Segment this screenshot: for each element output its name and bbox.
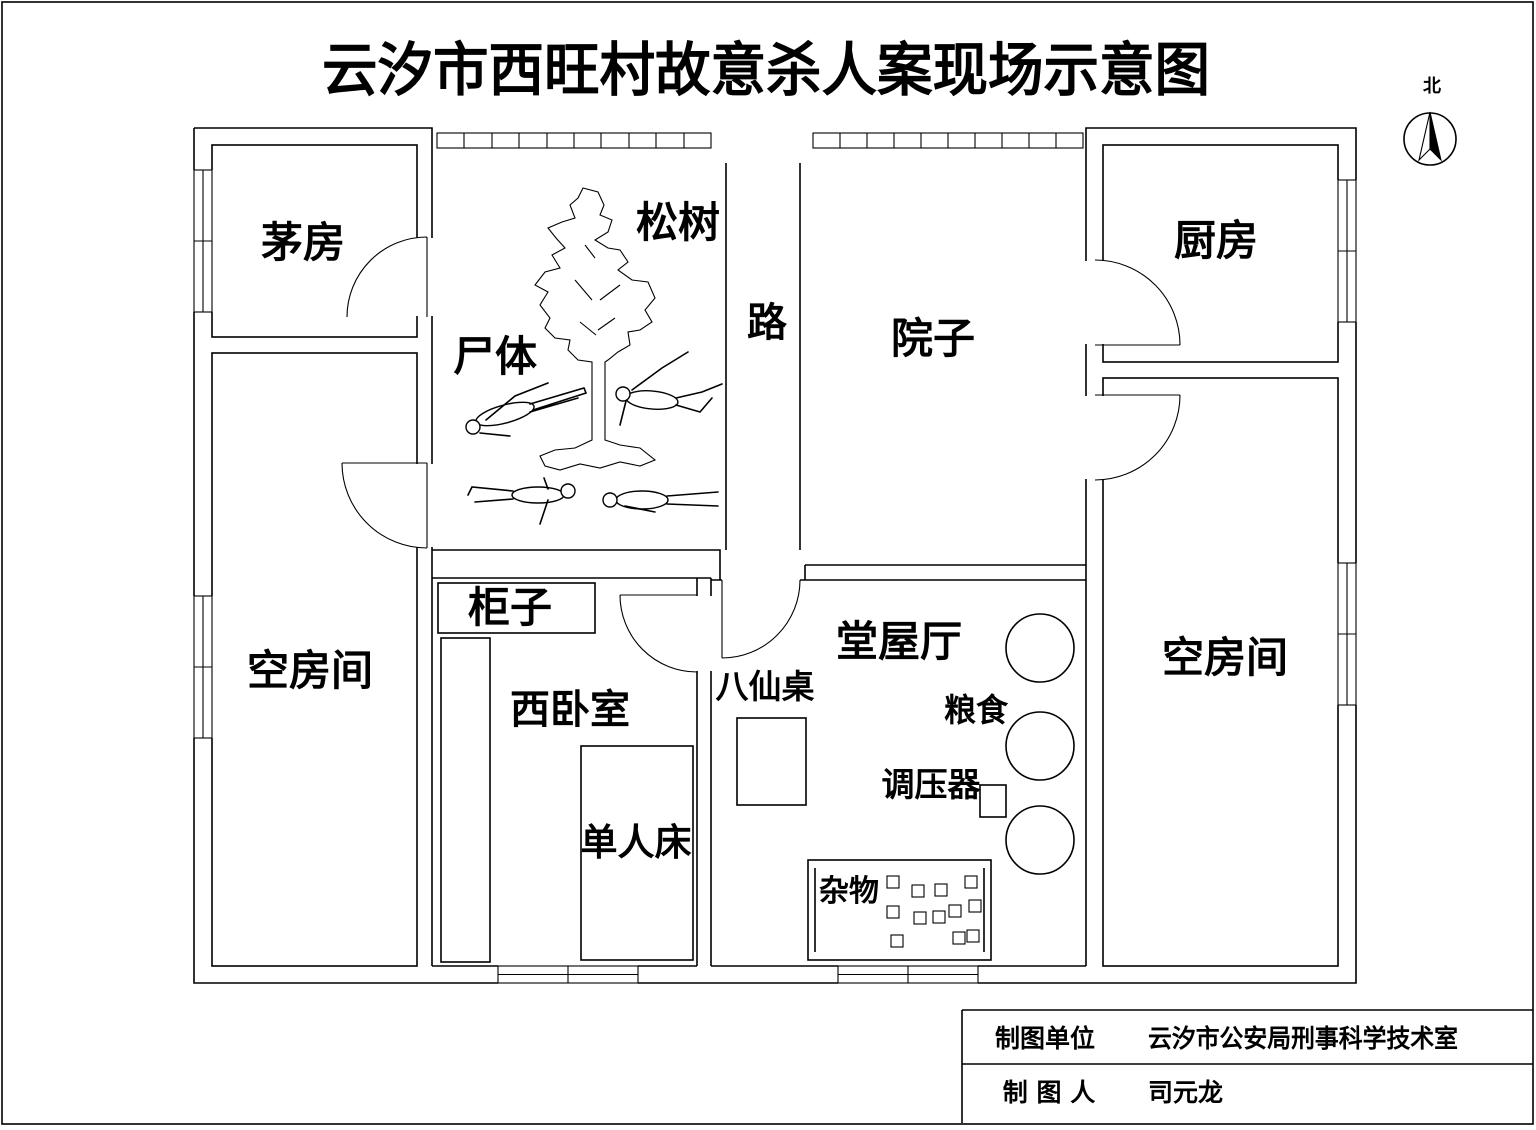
label-voltage-regulator: 调压器 [882, 765, 982, 804]
pine-tree-icon [534, 187, 657, 471]
window-main-hall [837, 965, 979, 984]
voltage-regulator [979, 784, 1007, 818]
label-bodies: 尸体 [453, 332, 537, 381]
north-arrow-icon [1403, 111, 1457, 166]
door-west-room [341, 462, 434, 549]
diagram-title: 云汐市西旺村故意杀人案现场示意图 [322, 36, 1210, 104]
body-figure-icon [465, 382, 588, 437]
doors [341, 236, 1181, 673]
window-west-bedroom [497, 965, 639, 984]
credits-author-value: 司元龙 [1148, 1078, 1223, 1107]
credits-table: 制图单位 云汐市公安局刑事科学技术室 制 图 人 司元龙 [961, 1009, 1533, 1123]
credits-unit-label: 制图单位 [995, 1024, 1095, 1053]
label-eight-immortals-table: 八仙桌 [716, 667, 815, 706]
label-courtyard: 院子 [891, 314, 975, 363]
label-cabinet: 柜子 [468, 583, 552, 632]
sundries-box [807, 859, 992, 961]
furniture [437, 582, 1075, 963]
body-figure-icon [602, 490, 719, 513]
body-figure-icon [467, 477, 576, 525]
door-main-hall [721, 579, 801, 659]
label-single-bed: 单人床 [581, 821, 692, 864]
label-latrine: 茅房 [261, 218, 345, 267]
credits-unit-value: 云汐市公安局刑事科学技术室 [1148, 1024, 1458, 1053]
single-bed [580, 745, 694, 961]
windows [193, 169, 1357, 984]
label-west-empty-room: 空房间 [247, 646, 373, 695]
body-figure-icon [615, 351, 723, 426]
label-kitchen: 厨房 [1174, 216, 1258, 265]
door-east-room [1085, 394, 1181, 481]
room-labels: 茅房 松树 路 院子 厨房 尸体 空房间 柜子 西卧室 单人床 八仙桌 堂屋厅 … [247, 198, 1288, 909]
north-label: 北 [1423, 76, 1441, 97]
label-road: 路 [747, 300, 788, 346]
door-kitchen [1085, 259, 1181, 346]
credits-author-label: 制 图 人 [1003, 1078, 1095, 1107]
label-pine-tree: 松树 [636, 198, 720, 247]
label-east-empty-room: 空房间 [1162, 633, 1288, 682]
grain-container [1005, 613, 1075, 683]
grain-container [1005, 711, 1075, 781]
door-west-bedroom [619, 594, 712, 673]
label-sundries: 杂物 [819, 874, 879, 909]
window-west-room [193, 595, 213, 739]
window-kitchen [1337, 179, 1357, 323]
label-main-hall: 堂屋厅 [836, 617, 962, 666]
bodies [465, 351, 723, 525]
courtyard-fence-east [812, 132, 1084, 149]
eight-immortals-table [736, 717, 807, 806]
label-grain: 粮食 [944, 691, 1009, 729]
grain-container [1005, 805, 1075, 875]
window-east-room [1337, 562, 1357, 706]
door-latrine [346, 236, 434, 318]
wardrobe [440, 637, 491, 963]
window-latrine [193, 169, 213, 313]
courtyard-fence-west [436, 132, 712, 149]
label-west-bedroom: 西卧室 [510, 687, 630, 733]
cabinet [437, 582, 596, 634]
